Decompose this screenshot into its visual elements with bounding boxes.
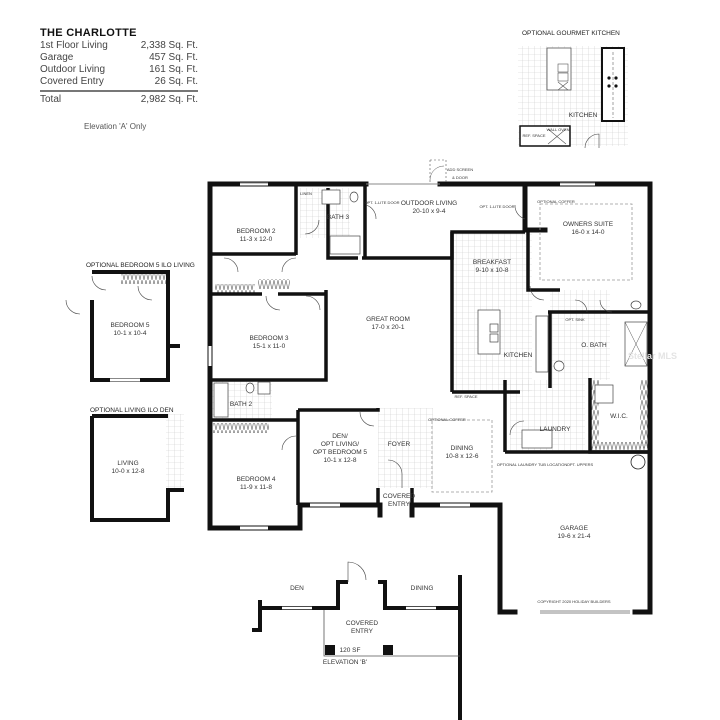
- room-name: GARAGE: [560, 525, 588, 532]
- note-linen: LINEN: [300, 191, 312, 196]
- note-opt-sink: OPT. SINK: [565, 317, 585, 322]
- room-name: BEDROOM 2: [236, 228, 276, 235]
- elev-b-label: ELEVATION 'B': [322, 659, 368, 666]
- elev-b-den: DEN: [290, 585, 304, 592]
- room-name: DEN/: [332, 433, 348, 440]
- living-inset: [90, 414, 184, 522]
- area-label: Garage: [40, 52, 74, 63]
- note-ref-space: REF. SPACE: [454, 394, 478, 399]
- note-copyright: COPYRIGHT 2020 HOLIDAY BUILDERS: [537, 599, 611, 604]
- note-text: ADD SCREEN: [446, 167, 474, 172]
- total-divider: [40, 90, 198, 92]
- plan-title: THE CHARLOTTE: [40, 27, 137, 39]
- area-row-living: 1st Floor Living 2,338 Sq. Ft.: [40, 40, 198, 52]
- elevation-note: Elevation 'A' Only: [84, 122, 147, 131]
- room-name: OPT BEDROOM 5: [312, 449, 368, 456]
- room-size: 17-0 x 20-1: [371, 324, 405, 331]
- gourmet-kitchen-inset: [518, 46, 628, 149]
- note-add-screen: ADD SCREEN & DOOR: [447, 166, 473, 182]
- room-size: 15-1 x 11-0: [252, 343, 286, 350]
- room-name: COVERED: [382, 493, 416, 500]
- room-size: 10-0 x 12-8: [111, 468, 145, 475]
- room-size: 11-3 x 12-0: [239, 236, 273, 243]
- bedroom5-header: OPTIONAL BEDROOM 5 ILO LIVING: [86, 262, 195, 269]
- room-name: COVERED: [345, 620, 379, 627]
- room-bath3: BATH 3: [326, 214, 350, 221]
- room-name: DINING: [450, 445, 474, 452]
- room-kitchen: KITCHEN: [503, 352, 533, 359]
- area-label: Outdoor Living: [40, 64, 106, 75]
- note-optional-laundry-tub: OPTIONAL LAUNDRY TUB LOCATION: [496, 462, 568, 467]
- room-name: ENTRY: [388, 501, 410, 508]
- area-value: 2,338 Sq. Ft.: [140, 40, 198, 51]
- room-size: 9-10 x 10-8: [475, 267, 509, 274]
- square-footage-table: 1st Floor Living 2,338 Sq. Ft. Garage 457 …: [40, 40, 198, 106]
- room-name: BEDROOM 3: [249, 335, 289, 342]
- room-size: 20-10 x 9-4: [412, 208, 446, 215]
- elev-b-dining: DINING: [410, 585, 434, 592]
- area-value: 457 Sq. Ft.: [149, 52, 198, 63]
- room-size: 19-6 x 21-4: [557, 533, 591, 540]
- room-name: OPT LIVING/: [320, 441, 360, 448]
- gourmet-ref-space: REF. SPACE: [522, 133, 546, 138]
- note-opt-lite-door-left: OPT. 1-LITE DOOR: [364, 200, 400, 205]
- room-size: 10-1 x 10-4: [113, 330, 147, 337]
- room-size: 10-1 x 12-8: [323, 457, 357, 464]
- elev-b-area: 120 SF: [339, 647, 361, 654]
- room-name: BEDROOM 4: [236, 476, 276, 483]
- room-wic: W.I.C.: [610, 413, 628, 420]
- room-name: OUTDOOR LIVING: [400, 200, 458, 207]
- total-label: Total: [40, 94, 62, 105]
- room-name: ENTRY: [351, 628, 373, 635]
- area-label: 1st Floor Living: [40, 40, 108, 51]
- total-value: 2,982 Sq. Ft.: [140, 94, 198, 105]
- watermark: Stellar MLS: [628, 351, 678, 361]
- note-optional-coffer-dining: OPTIONAL COFFER: [428, 417, 466, 422]
- room-name: BREAKFAST: [472, 259, 512, 266]
- gourmet-kitchen-label: KITCHEN: [568, 112, 598, 119]
- note-opt-uppers: OPT. UPPERS: [566, 462, 594, 467]
- gourmet-kitchen-header: OPTIONAL GOURMET KITCHEN: [522, 30, 620, 37]
- area-row-entry: Covered Entry 26 Sq. Ft.: [40, 76, 198, 88]
- note-text: & DOOR: [452, 175, 468, 180]
- room-foyer: FOYER: [387, 441, 411, 448]
- note-optional-coffer-owners: OPTIONAL COFFER: [537, 199, 575, 204]
- room-name: OWNERS SUITE: [562, 221, 614, 228]
- area-row-outdoor: Outdoor Living 161 Sq. Ft.: [40, 64, 198, 76]
- living-header: OPTIONAL LIVING ILO DEN: [90, 407, 174, 414]
- room-laundry: LAUNDRY: [539, 426, 571, 433]
- room-name: GREAT ROOM: [366, 316, 410, 323]
- note-opt-lite-door-right: OPT. 1-LITE DOOR: [479, 204, 515, 209]
- room-size: 11-9 x 11-8: [240, 484, 272, 491]
- area-row-garage: Garage 457 Sq. Ft.: [40, 52, 198, 64]
- gourmet-wall-oven: WALL OVEN: [546, 127, 570, 132]
- area-row-total: Total 2,982 Sq. Ft.: [40, 94, 198, 106]
- area-value: 161 Sq. Ft.: [149, 64, 198, 75]
- room-name: LIVING: [117, 460, 139, 467]
- room-size: 10-8 x 12-6: [445, 453, 479, 460]
- area-value: 26 Sq. Ft.: [154, 76, 198, 87]
- room-bath2: BATH 2: [229, 401, 253, 408]
- area-label: Covered Entry: [40, 76, 104, 87]
- room-owners-bath: O. BATH: [581, 342, 607, 349]
- room-name: BEDROOM 5: [110, 322, 150, 329]
- room-size: 16-0 x 14-0: [571, 229, 605, 236]
